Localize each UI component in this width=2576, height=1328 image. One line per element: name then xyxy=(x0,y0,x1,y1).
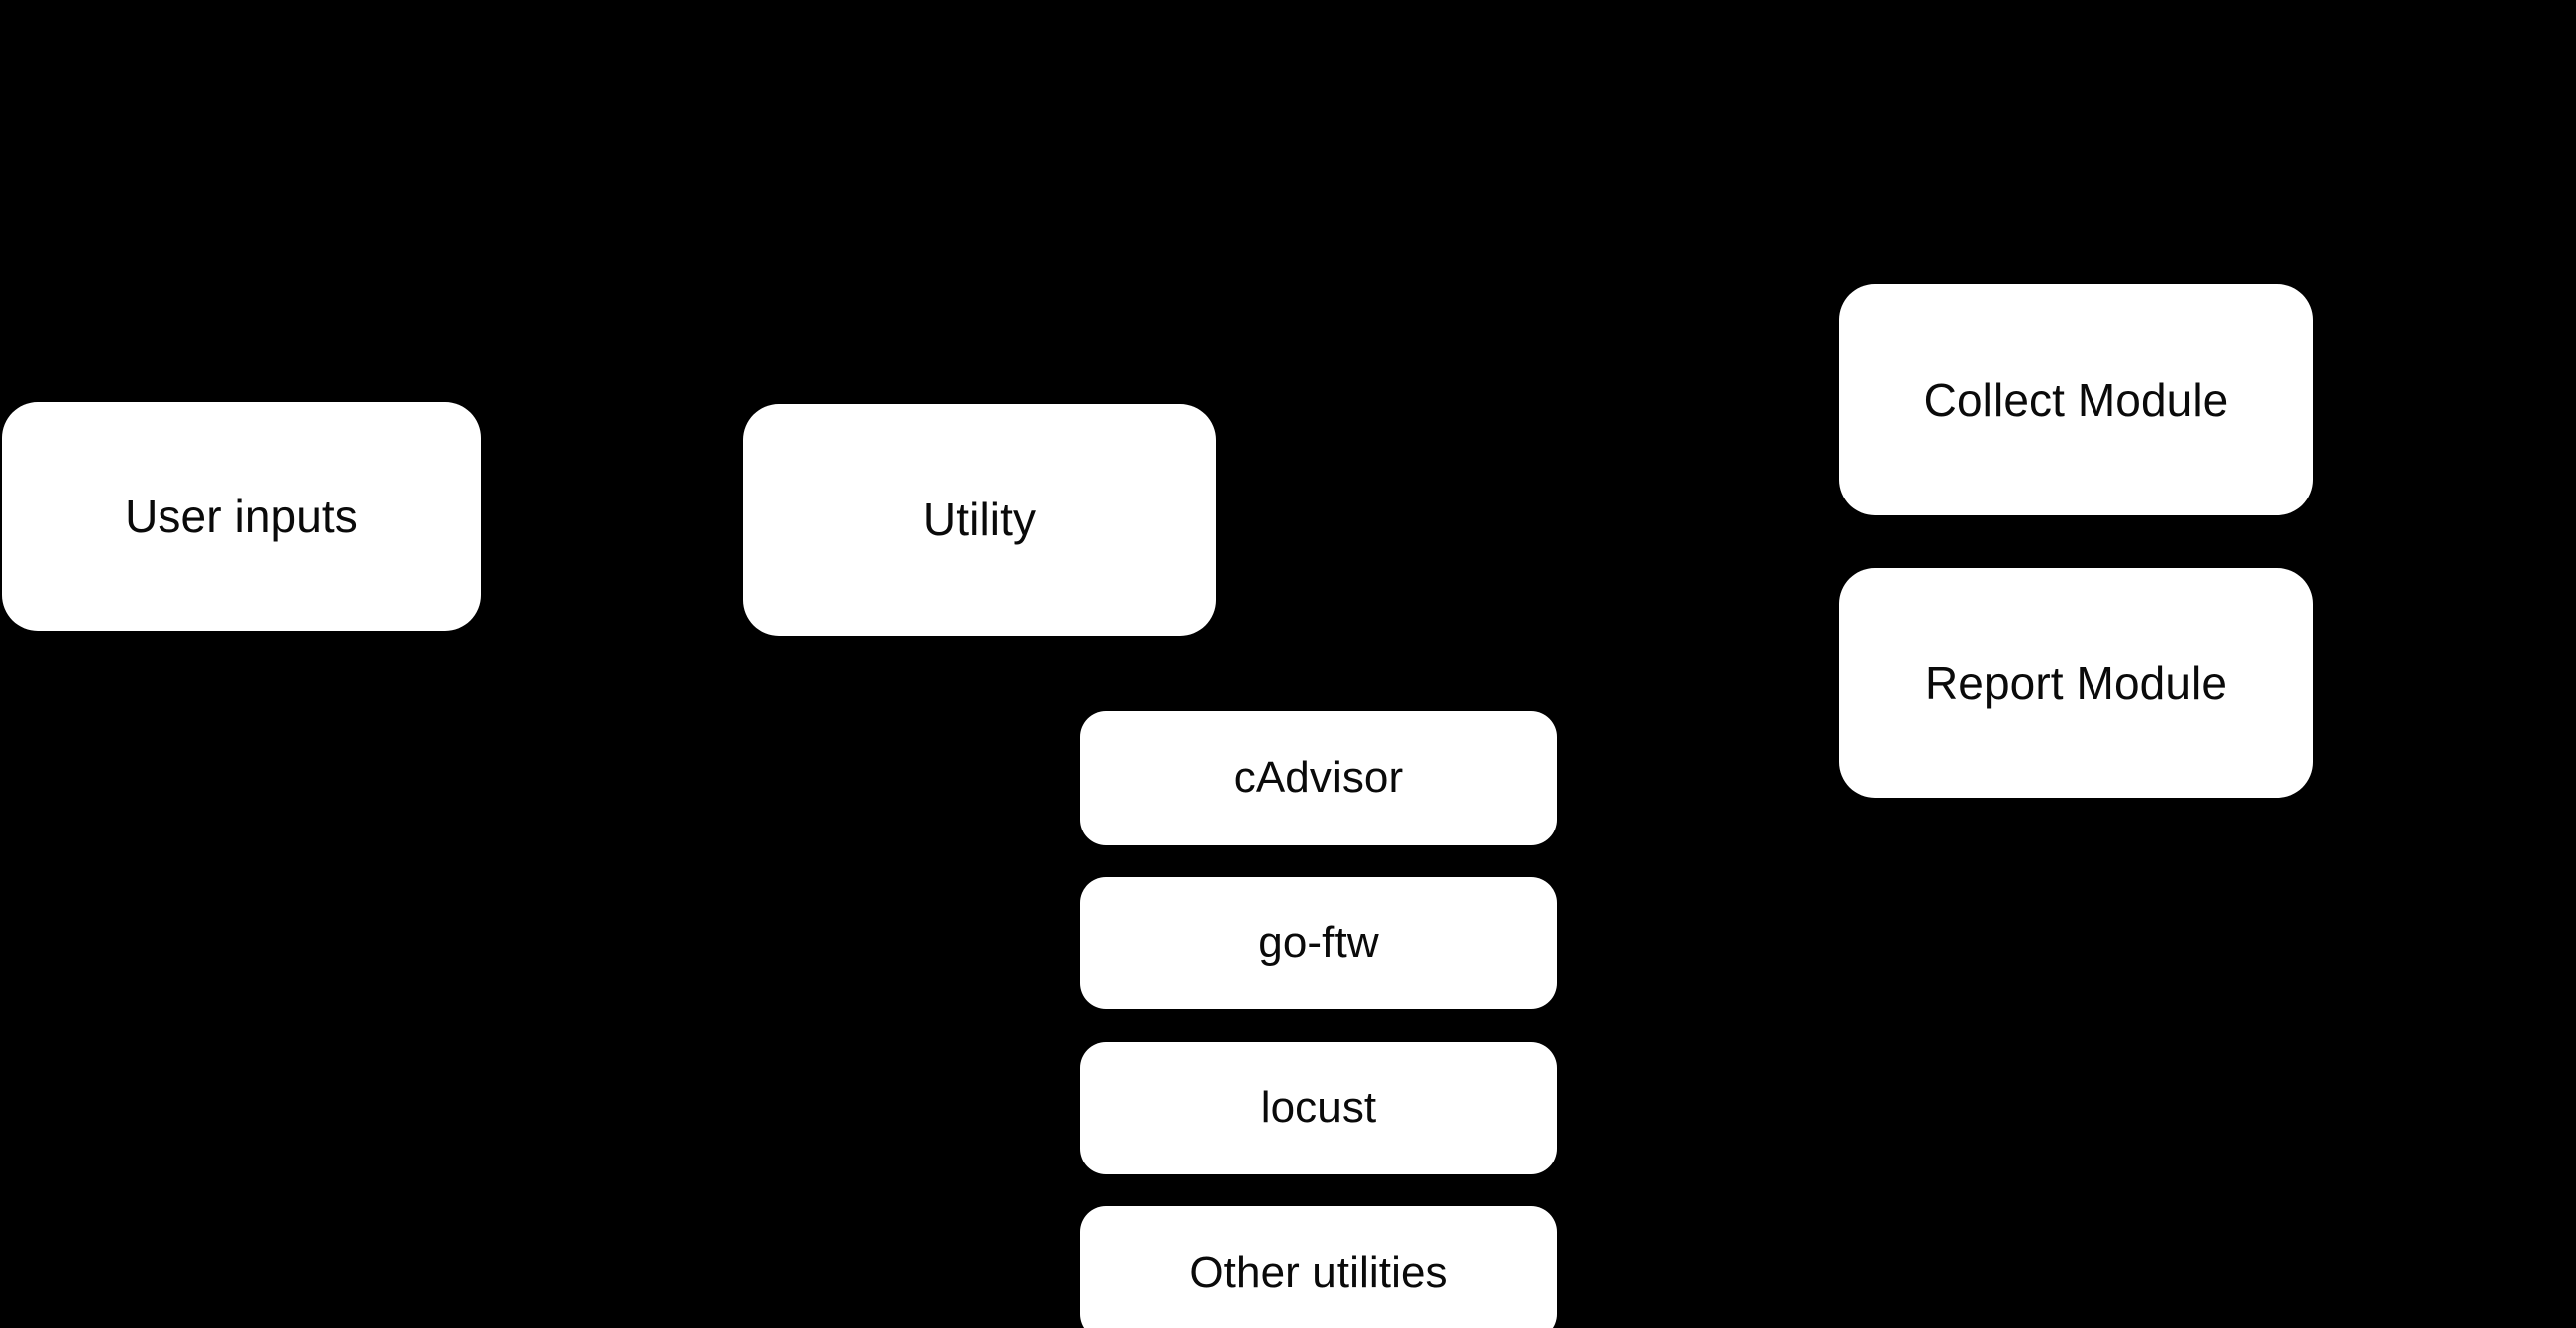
node-other-utilities[interactable]: Other utilities xyxy=(1080,1206,1557,1328)
node-utility[interactable]: Utility xyxy=(743,404,1216,636)
node-user-inputs[interactable]: User inputs xyxy=(2,402,481,631)
node-label-collect-module: Collect Module xyxy=(1923,373,2229,426)
node-label-locust: locust xyxy=(1260,1083,1377,1133)
node-label-utility: Utility xyxy=(922,494,1037,546)
node-go-ftw[interactable]: go-ftw xyxy=(1080,877,1557,1009)
node-collect-module[interactable]: Collect Module xyxy=(1839,284,2313,515)
node-report-module[interactable]: Report Module xyxy=(1839,568,2313,798)
node-label-cadvisor: cAdvisor xyxy=(1233,753,1404,803)
node-label-report-module: Report Module xyxy=(1924,656,2228,709)
node-cadvisor[interactable]: cAdvisor xyxy=(1080,711,1557,845)
node-label-other-utilities: Other utilities xyxy=(1189,1247,1448,1297)
node-locust[interactable]: locust xyxy=(1080,1042,1557,1174)
node-label-go-ftw: go-ftw xyxy=(1258,917,1379,967)
node-label-user-inputs: User inputs xyxy=(125,490,358,542)
